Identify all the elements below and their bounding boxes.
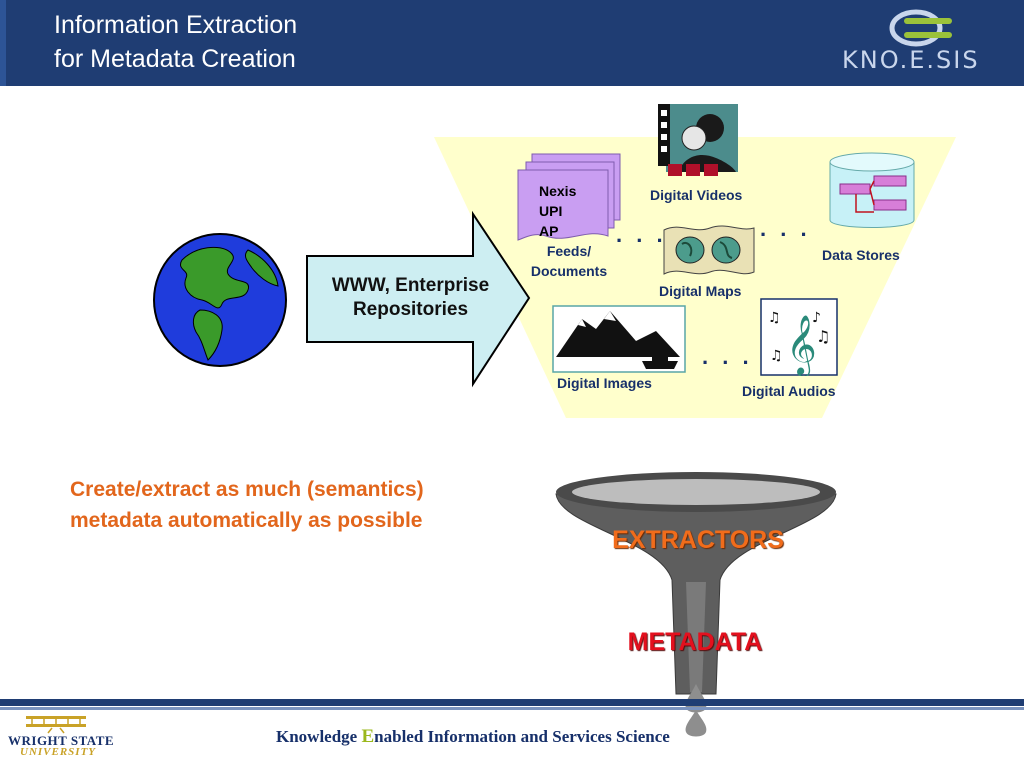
knoesis-logo-icon: [889, 9, 952, 47]
arrow-label-line-1: WWW, Enterprise: [331, 275, 490, 296]
doc-source-item: AP: [539, 223, 559, 239]
ellipsis: . . .: [760, 216, 811, 241]
arrow-label-line-2: Repositories: [352, 299, 469, 320]
svg-text:♪: ♪: [812, 310, 821, 326]
tagline-pre: Knowledge: [276, 727, 362, 746]
footer-bar-accent: [0, 707, 1024, 710]
slide-title: Information Extraction for Metadata Crea…: [54, 8, 297, 76]
globe-icon: [153, 233, 287, 367]
svg-text:♫: ♫: [768, 310, 781, 326]
header-bar: [0, 0, 1024, 86]
digital-images-label: Digital Images: [557, 375, 652, 391]
footer-tagline: Knowledge Enabled Information and Servic…: [276, 726, 670, 748]
header-accent: [0, 0, 6, 86]
university-subtitle: UNIVERSITY: [20, 746, 97, 758]
digital-audios-label: Digital Audios: [742, 383, 836, 399]
doc-source-item: UPI: [539, 203, 563, 219]
mountain-boat-icon: [552, 305, 686, 373]
ellipsis: . . .: [616, 222, 667, 247]
documents-icon: [517, 153, 621, 241]
tagline-e: E: [361, 726, 375, 747]
caption-line-1: Create/extract as much (semantics): [70, 478, 424, 501]
doc-source-item: Nexis: [539, 183, 577, 199]
caption: Create/extract as much (semantics) metad…: [70, 474, 424, 536]
doc-source-list: Nexis UPI AP: [539, 181, 576, 241]
svg-text:𝄞: 𝄞: [786, 315, 817, 376]
database-icon: [829, 152, 915, 228]
tagline-post: nabled Information and Services Science: [374, 727, 670, 746]
footer-bar: [0, 699, 1024, 706]
metadata-label: METADATA: [627, 628, 763, 656]
ellipsis: . . .: [702, 344, 753, 369]
feeds-documents-label: Feeds/ Documents: [514, 241, 624, 281]
university-name: WRIGHT STATE: [8, 733, 115, 748]
digital-maps-label: Digital Maps: [659, 283, 742, 299]
music-note-icon: 𝄞 ♫ ♪ ♫ ♫: [760, 298, 838, 376]
wright-flyer-icon: [26, 716, 86, 734]
title-line-1: Information Extraction: [54, 11, 298, 39]
caption-line-2: metadata automatically as possible: [70, 509, 423, 532]
repositories-arrow: [306, 210, 531, 388]
feeds-label-line-1: Feeds/: [546, 243, 592, 259]
knoesis-logo-text: KNO.E.SIS: [842, 46, 980, 74]
digital-videos-label: Digital Videos: [650, 187, 743, 203]
extractors-label: EXTRACTORS: [612, 526, 784, 554]
feeds-label-line-2: Documents: [530, 263, 608, 279]
funnel-icon: [555, 472, 837, 737]
title-line-2: for Metadata Creation: [54, 45, 296, 73]
svg-text:♫: ♫: [816, 327, 830, 346]
film-strip-icon: [658, 104, 738, 176]
data-stores-label: Data Stores: [822, 247, 900, 263]
map-icon: [663, 225, 755, 275]
svg-text:♫: ♫: [770, 348, 783, 364]
arrow-label: WWW, Enterprise Repositories: [308, 274, 513, 322]
